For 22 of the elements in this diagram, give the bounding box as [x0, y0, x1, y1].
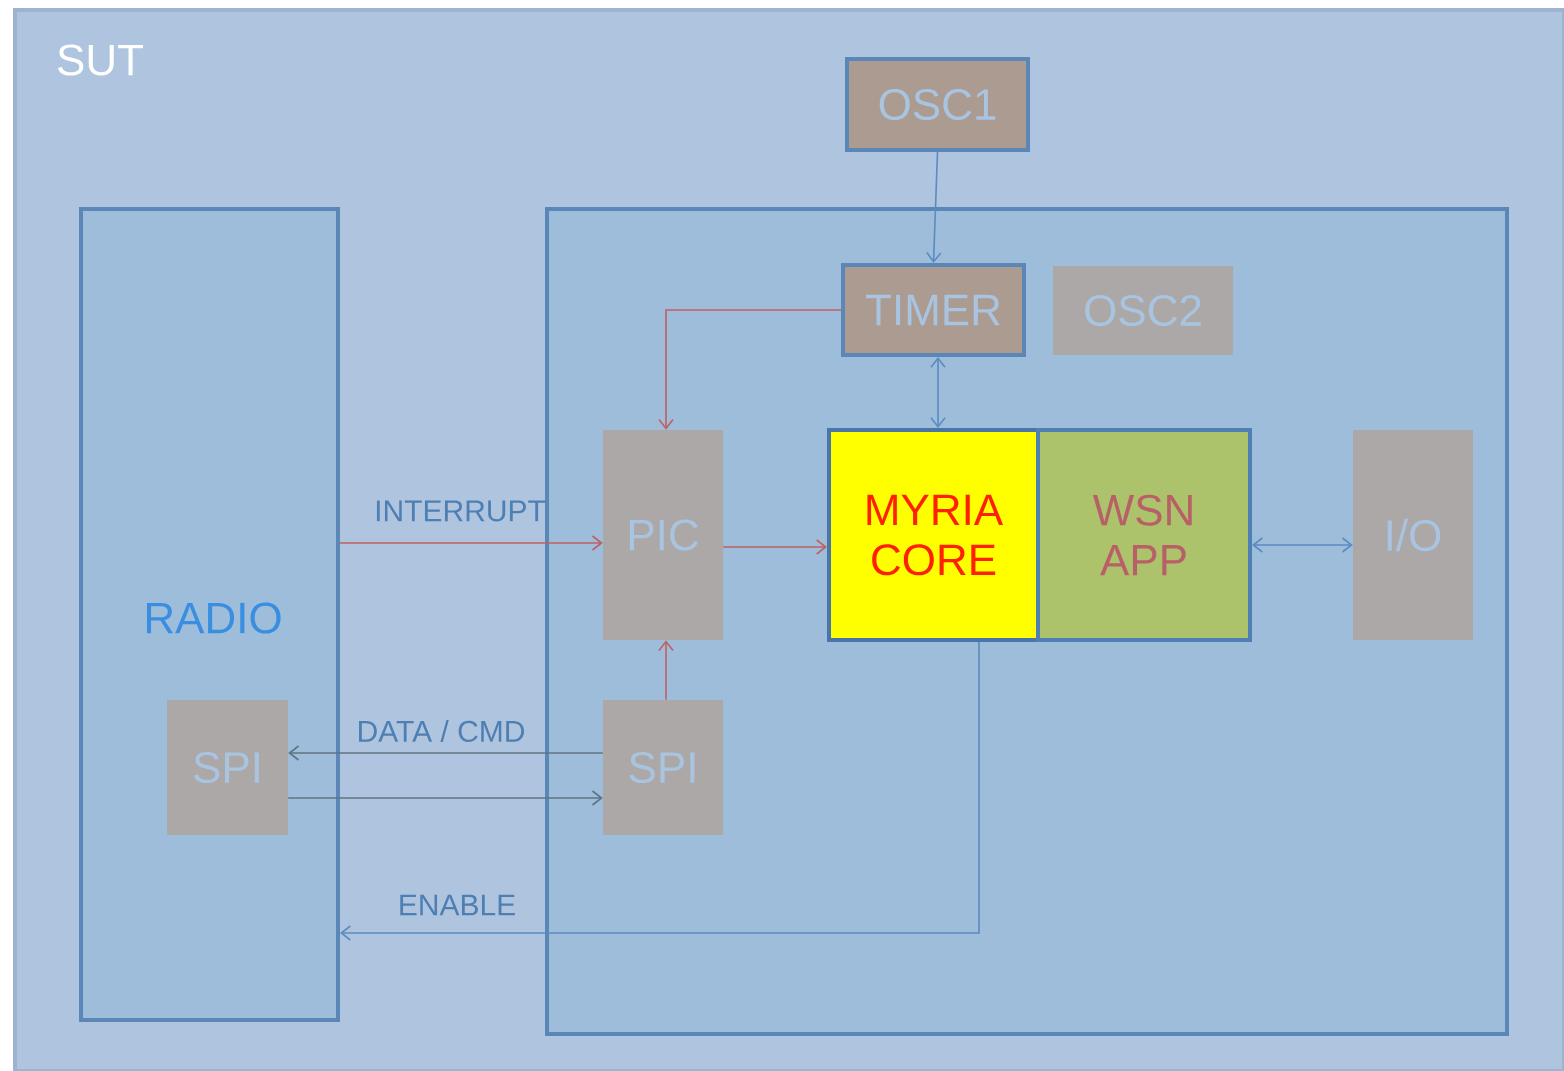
timer-box: TIMER	[841, 263, 1026, 357]
block-box: I/O	[1353, 430, 1473, 640]
arrow	[658, 309, 842, 430]
edge-label: INTERRUPT	[376, 500, 546, 522]
block-box: PIC	[603, 430, 723, 640]
edge-label: ENABLE	[400, 894, 515, 916]
arrow	[1252, 537, 1353, 553]
application-box: WSN APP	[1036, 428, 1252, 642]
edge-label: DATA / CMD	[359, 720, 524, 742]
block-box: SPI	[167, 700, 288, 835]
arrow	[722, 539, 827, 555]
arrow	[339, 535, 603, 551]
arrow	[340, 641, 980, 941]
arrow	[658, 640, 674, 701]
oscillator-box: OSC2	[1053, 266, 1233, 355]
arrow	[926, 151, 942, 263]
arrow	[930, 357, 946, 428]
oscillator-box: OSC1	[845, 57, 1030, 152]
block-box: SPI	[603, 700, 723, 835]
arrow	[287, 790, 603, 806]
arrow	[288, 745, 604, 761]
core-box: MYRIA CORE	[827, 428, 1040, 642]
